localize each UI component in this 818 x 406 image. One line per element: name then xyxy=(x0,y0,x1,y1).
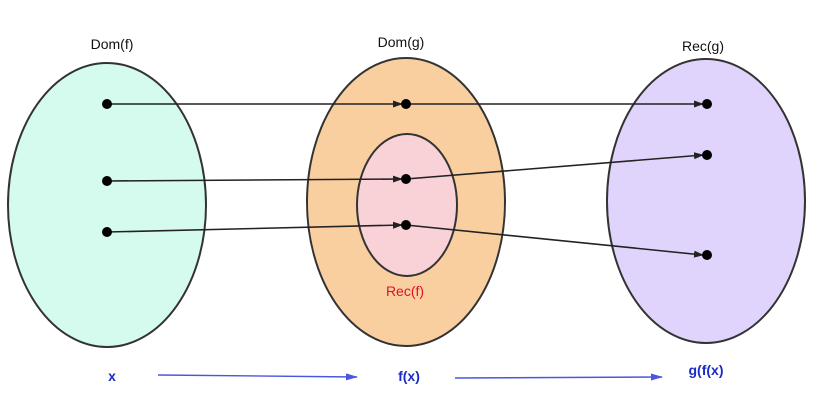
rec-f-subset xyxy=(356,133,458,277)
dom-f-label: Dom(f) xyxy=(91,36,134,52)
map-arrow-g-2 xyxy=(405,152,704,180)
flow-fx-label: f(x) xyxy=(398,368,420,384)
point-rec-g-3 xyxy=(702,250,712,260)
point-dom-g-1 xyxy=(401,99,411,109)
flow-gfx-label: g(f(x) xyxy=(689,362,724,378)
point-dom-f-2 xyxy=(102,176,112,186)
map-arrow-g-3 xyxy=(405,224,704,258)
dom-g-label: Dom(g) xyxy=(378,34,425,50)
flow-arrow-2 xyxy=(454,373,663,381)
rec-g-label: Rec(g) xyxy=(682,38,724,54)
map-arrow-f-2 xyxy=(106,175,403,183)
point-dom-f-1 xyxy=(102,99,112,109)
dom-f-set xyxy=(7,62,207,348)
point-rec-f-2 xyxy=(401,220,411,230)
point-rec-f-1 xyxy=(401,174,411,184)
map-arrow-f-3 xyxy=(106,221,403,233)
rec-f-label: Rec(f) xyxy=(386,283,424,299)
point-rec-g-2 xyxy=(702,150,712,160)
point-rec-g-1 xyxy=(702,99,712,109)
rec-g-set xyxy=(606,58,806,344)
flow-arrow-1 xyxy=(157,373,358,381)
flow-x-label: x xyxy=(108,368,116,384)
point-dom-f-3 xyxy=(102,227,112,237)
